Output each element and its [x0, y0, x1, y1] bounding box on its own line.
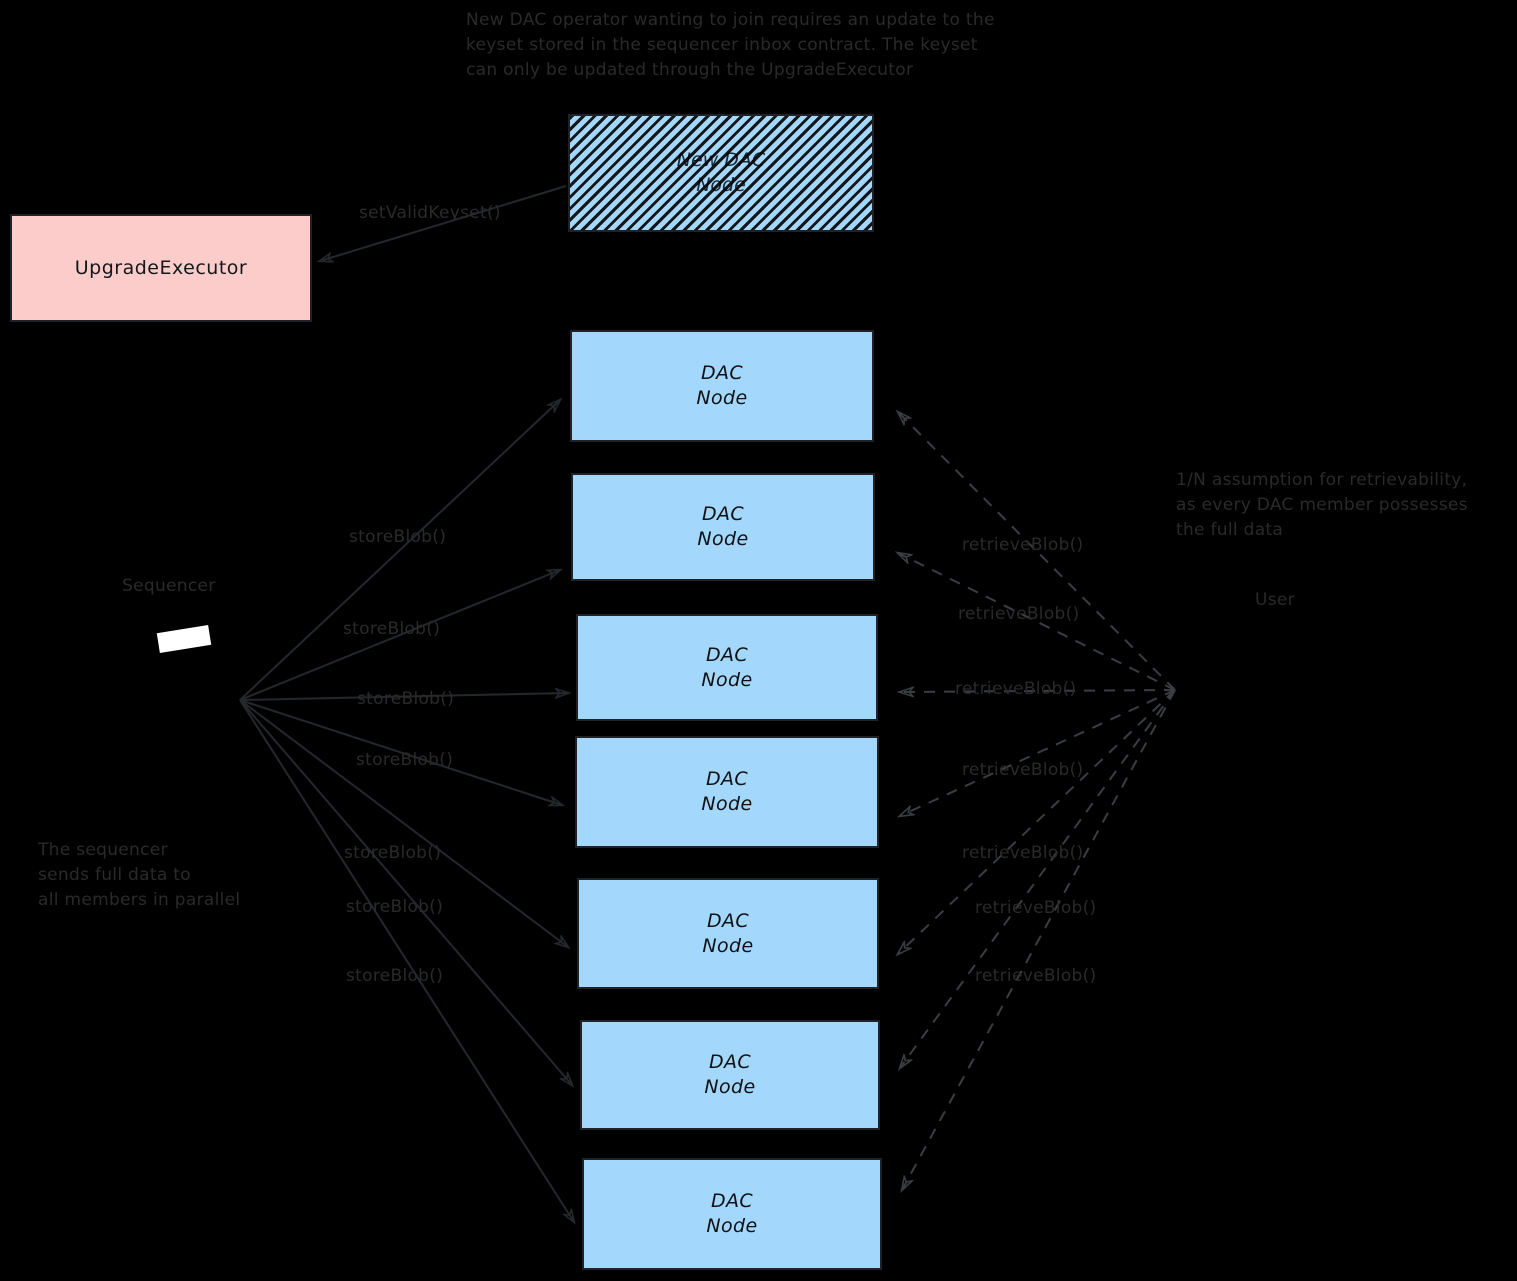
dac-node-7-line1: DAC: [710, 1190, 754, 1212]
edge-label-retrieve-blob-5: retrieveBlob(): [962, 843, 1084, 863]
edge-label-retrieve-blob-4: retrieveBlob(): [962, 760, 1084, 780]
dac-node-5-line1: DAC: [706, 909, 750, 932]
dac-node-5-line2: Node: [702, 934, 754, 957]
edge-label-store-blob-2: storeBlob(): [343, 619, 441, 639]
sequencer-icon: [156, 625, 212, 653]
note-top: New DAC operator wanting to join require…: [466, 10, 995, 80]
edge-label-store-blob-5: storeBlob(): [344, 843, 442, 863]
dac-node-7[interactable]: DAC Node: [582, 1158, 882, 1270]
edge-label-retrieve-blob-2: retrieveBlob(): [958, 604, 1080, 624]
dac-node-6[interactable]: DAC Node: [580, 1020, 880, 1130]
note-bottom-left: The sequencer sends full data to all mem…: [38, 840, 241, 910]
user-label: User: [1255, 590, 1295, 610]
new-dac-node-label-line2: Node: [696, 174, 746, 196]
new-dac-node-box[interactable]: New DAC Node: [568, 114, 874, 232]
edge-label-store-blob-6: storeBlob(): [346, 897, 444, 917]
new-dac-node-label-line1: New DAC: [676, 149, 766, 171]
dac-node-3-line2: Node: [701, 668, 753, 691]
edge-label-store-blob-1: storeBlob(): [349, 527, 447, 547]
edge-label-retrieve-blob-1: retrieveBlob(): [962, 535, 1084, 555]
dac-node-3[interactable]: DAC Node: [576, 614, 878, 721]
edge-set-valid-keyset: [320, 185, 567, 261]
dac-node-2[interactable]: DAC Node: [571, 473, 875, 581]
note-right: 1/N assumption for retrievability, as ev…: [1176, 470, 1468, 540]
edge-label-store-blob-4: storeBlob(): [356, 750, 454, 770]
dac-node-4-line1: DAC: [705, 768, 749, 790]
edge-group-store-blob: [239, 400, 574, 1222]
dac-node-2-line2: Node: [697, 528, 749, 550]
upgrade-executor-label: UpgradeExecutor: [74, 257, 248, 279]
edge-label-set-valid-keyset: setValidKeyset(): [359, 203, 501, 223]
edge-label-retrieve-blob-3: retrieveBlob(): [955, 679, 1077, 699]
edge-label-retrieve-blob-7: retrieveBlob(): [975, 966, 1097, 986]
dac-node-7-line2: Node: [706, 1215, 758, 1237]
dac-node-4-line2: Node: [701, 793, 753, 815]
dac-node-6-line2: Node: [704, 1076, 756, 1098]
dac-node-4[interactable]: DAC Node: [575, 736, 879, 848]
edge-label-store-blob-3: storeBlob(): [357, 689, 455, 709]
upgrade-executor-box[interactable]: UpgradeExecutor: [10, 214, 312, 322]
dac-node-1-line1: DAC: [700, 362, 744, 384]
dac-node-5[interactable]: DAC Node: [577, 878, 879, 989]
edge-label-store-blob-7: storeBlob(): [346, 966, 444, 986]
dac-node-3-line1: DAC: [705, 643, 749, 666]
sequencer-label: Sequencer: [122, 576, 216, 596]
dac-node-1-line2: Node: [696, 387, 748, 409]
edge-label-retrieve-blob-6: retrieveBlob(): [975, 898, 1097, 918]
edge-group-retrieve-blob: [898, 412, 1176, 1190]
dac-node-2-line1: DAC: [701, 503, 745, 525]
dac-node-1[interactable]: DAC Node: [570, 330, 874, 442]
dac-node-6-line1: DAC: [708, 1051, 752, 1073]
